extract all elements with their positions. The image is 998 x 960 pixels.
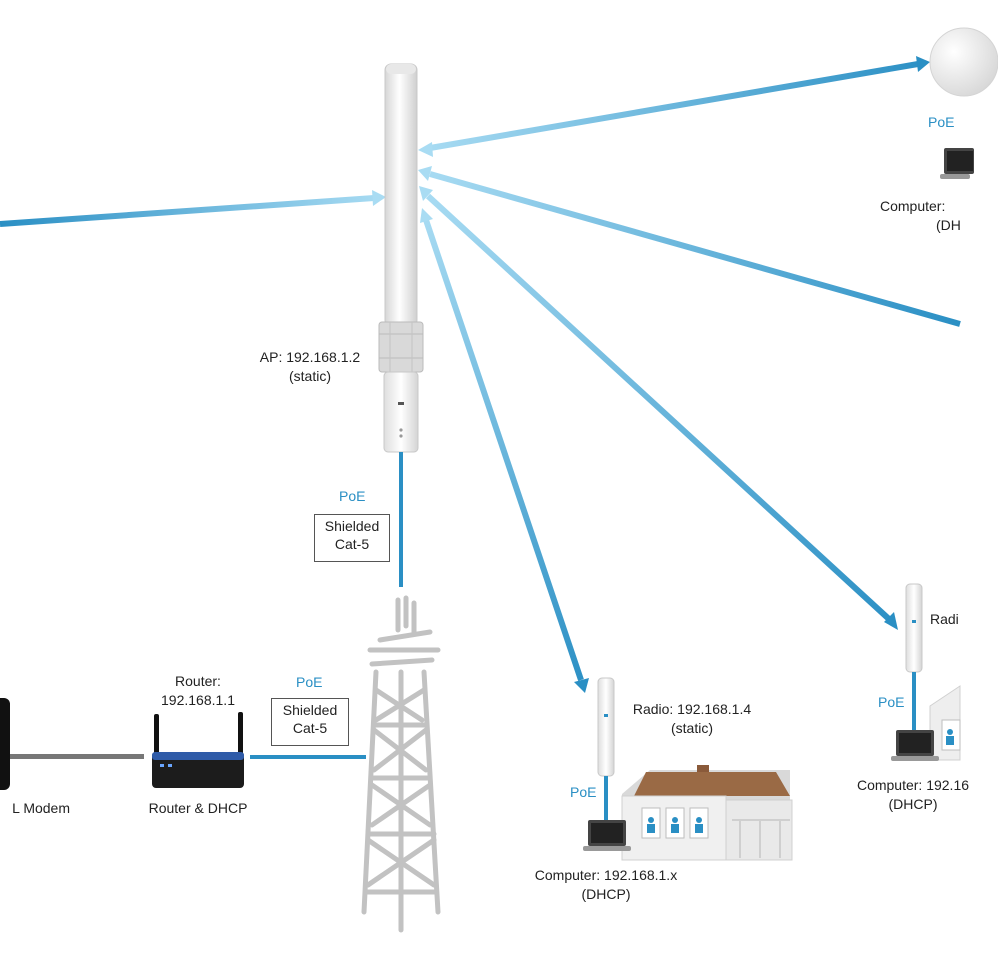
router-poe-label: PoE <box>296 674 323 690</box>
top-right-dish <box>929 27 998 97</box>
lattice-tower <box>361 595 441 933</box>
router-tower-cable <box>250 755 366 759</box>
modem-device <box>0 698 10 790</box>
right-station-laptop <box>891 730 939 761</box>
center-radio-label: Radio: 192.168.1.4(static) <box>632 701 752 736</box>
right-computer-label: Computer: 192.16(DHCP) <box>856 777 970 812</box>
right-station-house <box>929 685 961 761</box>
right-station-radio <box>905 583 923 673</box>
right-station-poe-cable <box>912 672 916 732</box>
router-ip-label: Router:192.168.1.1 <box>161 673 235 708</box>
wireless-link-right <box>418 166 961 327</box>
right-poe-label: PoE <box>878 694 905 710</box>
ap-poe-cable <box>399 452 403 587</box>
center-station-poe-cable <box>604 776 608 820</box>
top-right-computer-label: Computer:(DH <box>880 198 961 233</box>
center-station-laptop <box>583 820 631 851</box>
top-right-poe-label: PoE <box>928 114 955 130</box>
wireless-link-left <box>0 190 386 227</box>
wireless-link-lower-right <box>419 186 898 630</box>
wireless-link-top-right <box>418 56 930 157</box>
ap-label: AP: 192.168.1.2(static) <box>259 349 361 384</box>
center-station-house <box>621 765 793 861</box>
center-computer-label: Computer: 192.168.1.x(DHCP) <box>534 867 678 902</box>
ap-radio <box>383 371 419 453</box>
router-label: Router & DHCP <box>148 800 248 816</box>
router-device <box>152 712 244 788</box>
modem-label: L Modem <box>12 800 70 816</box>
wireless-link-center <box>420 208 589 693</box>
center-poe-label: PoE <box>570 784 597 800</box>
modem-router-cable <box>10 754 144 759</box>
diagram-art <box>0 27 998 933</box>
omni-antenna <box>378 63 424 373</box>
top-right-laptop <box>940 148 974 179</box>
right-radio-label: Radi <box>930 611 959 627</box>
tower-poe-label: PoE <box>339 488 366 504</box>
